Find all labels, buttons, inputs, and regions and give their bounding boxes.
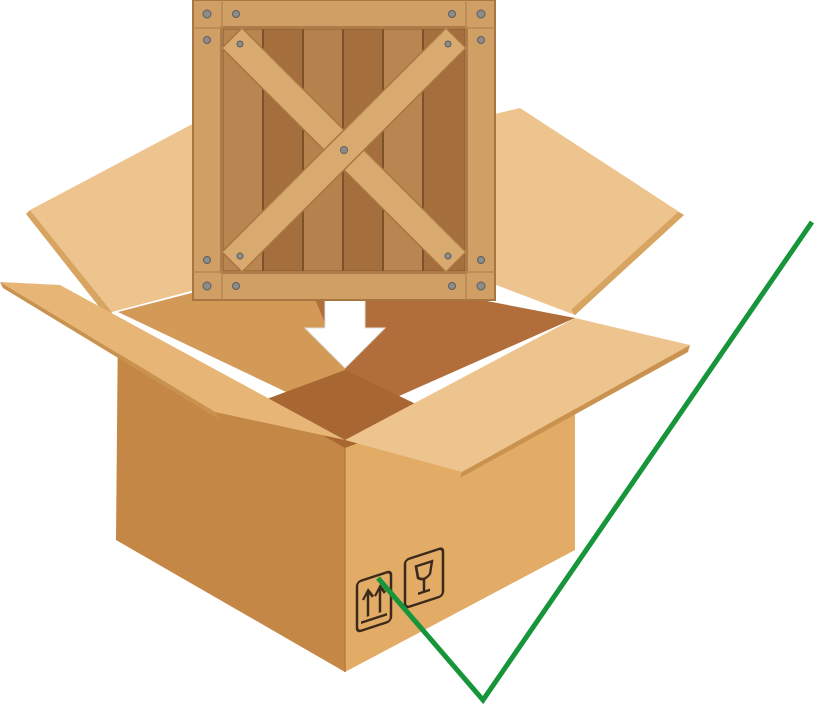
checkmark-icon xyxy=(376,220,815,705)
box-interior-left xyxy=(118,265,345,420)
box-interior-right xyxy=(300,265,575,420)
box-left-face xyxy=(116,318,345,672)
wooden-crate xyxy=(192,0,496,301)
cardboard-box xyxy=(0,108,690,672)
crate-nails xyxy=(202,9,486,291)
box-front-right-flap xyxy=(345,318,690,472)
fragile-icon xyxy=(403,547,445,609)
box-front-left-flap xyxy=(0,282,345,440)
box-back-right-flap xyxy=(470,108,684,315)
